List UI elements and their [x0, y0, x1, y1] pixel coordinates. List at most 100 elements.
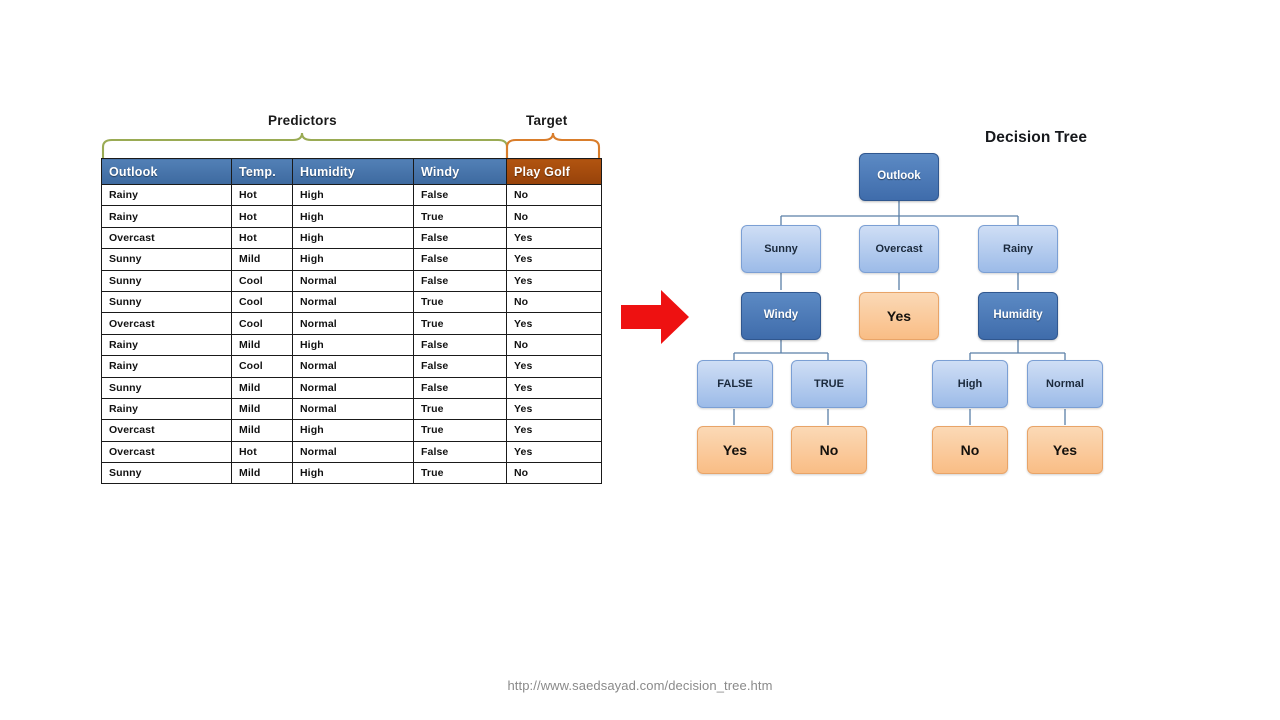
cell-outlook: Rainy [101, 355, 232, 378]
cell-windy: False [413, 183, 507, 207]
cell-temp: Mild [231, 333, 293, 357]
cell-humidity: Normal [292, 355, 414, 378]
tree-leaf-high-no[interactable]: No [932, 426, 1008, 474]
cell-temp: Hot [231, 205, 293, 228]
cell-windy: False [413, 355, 507, 378]
column-header-outlook: Outlook [101, 158, 232, 185]
tree-leaf-false-yes[interactable]: Yes [697, 426, 773, 474]
cell-humidity: Normal [292, 269, 414, 292]
source-url: http://www.saedsayad.com/decision_tree.h… [507, 678, 773, 693]
cell-outlook: Sunny [101, 462, 232, 485]
cell-play-golf: Yes [506, 397, 602, 421]
cell-play-golf: Yes [506, 312, 602, 335]
decision-tree-diagram: Decision Tree [640, 120, 1200, 500]
cell-humidity: High [292, 205, 414, 228]
cell-temp: Cool [231, 355, 293, 378]
cell-temp: Mild [231, 462, 293, 485]
cell-windy: False [413, 248, 507, 271]
cell-humidity: Normal [292, 440, 414, 464]
cell-outlook: Rainy [101, 183, 232, 207]
cell-play-golf: No [506, 183, 602, 207]
cell-outlook: Overcast [101, 226, 232, 250]
cell-outlook: Sunny [101, 248, 232, 271]
cell-outlook: Rainy [101, 205, 232, 228]
cell-windy: True [413, 290, 507, 314]
cell-humidity: High [292, 183, 414, 207]
cell-temp: Hot [231, 226, 293, 250]
tree-node-windy[interactable]: Windy [741, 292, 821, 340]
cell-temp: Mild [231, 376, 293, 399]
tree-node-normal[interactable]: Normal [1027, 360, 1103, 408]
cell-humidity: Normal [292, 376, 414, 399]
cell-temp: Cool [231, 269, 293, 292]
column-header-temp: Temp. [231, 158, 293, 185]
cell-windy: True [413, 397, 507, 421]
cell-temp: Mild [231, 397, 293, 421]
decision-tree-title: Decision Tree [985, 129, 1088, 146]
cell-humidity: High [292, 462, 414, 485]
tree-node-humidity[interactable]: Humidity [978, 292, 1058, 340]
tree-node-outlook[interactable]: Outlook [859, 153, 939, 201]
tree-node-overcast[interactable]: Overcast [859, 225, 939, 273]
predictors-brace-icon [101, 132, 509, 159]
cell-outlook: Sunny [101, 269, 232, 292]
cell-play-golf: Yes [506, 269, 602, 292]
cell-outlook: Overcast [101, 440, 232, 464]
cell-temp: Hot [231, 183, 293, 207]
tree-node-high[interactable]: High [932, 360, 1008, 408]
predictors-label: Predictors [268, 113, 337, 128]
cell-humidity: High [292, 333, 414, 357]
tree-node-true[interactable]: TRUE [791, 360, 867, 408]
tree-node-false[interactable]: FALSE [697, 360, 773, 408]
cell-humidity: Normal [292, 397, 414, 421]
cell-humidity: High [292, 248, 414, 271]
cell-play-golf: Yes [506, 355, 602, 378]
cell-windy: True [413, 462, 507, 485]
tree-leaf-true-no[interactable]: No [791, 426, 867, 474]
cell-windy: False [413, 226, 507, 250]
tree-node-sunny[interactable]: Sunny [741, 225, 821, 273]
cell-play-golf: No [506, 205, 602, 228]
cell-temp: Mild [231, 248, 293, 271]
cell-play-golf: Yes [506, 226, 602, 250]
table-header-row: Outlook Temp. Humidity Windy Play Golf [101, 158, 602, 185]
cell-humidity: High [292, 419, 414, 442]
cell-windy: False [413, 333, 507, 357]
tree-node-rainy[interactable]: Rainy [978, 225, 1058, 273]
cell-windy: True [413, 205, 507, 228]
cell-outlook: Overcast [101, 312, 232, 335]
cell-play-golf: No [506, 290, 602, 314]
cell-outlook: Overcast [101, 419, 232, 442]
target-brace-icon [505, 132, 601, 159]
column-header-humidity: Humidity [292, 158, 414, 185]
tree-leaf-normal-yes[interactable]: Yes [1027, 426, 1103, 474]
tree-leaf-overcast-yes[interactable]: Yes [859, 292, 939, 340]
cell-outlook: Sunny [101, 376, 232, 399]
cell-play-golf: Yes [506, 376, 602, 399]
cell-temp: Cool [231, 290, 293, 314]
cell-temp: Hot [231, 440, 293, 464]
cell-play-golf: Yes [506, 440, 602, 464]
cell-windy: False [413, 269, 507, 292]
column-header-play-golf: Play Golf [506, 158, 602, 185]
cell-windy: False [413, 376, 507, 399]
cell-temp: Cool [231, 312, 293, 335]
cell-play-golf: Yes [506, 248, 602, 271]
cell-humidity: Normal [292, 312, 414, 335]
cell-play-golf: No [506, 462, 602, 485]
cell-temp: Mild [231, 419, 293, 442]
cell-humidity: Normal [292, 290, 414, 314]
target-label: Target [526, 113, 568, 128]
cell-windy: True [413, 419, 507, 442]
